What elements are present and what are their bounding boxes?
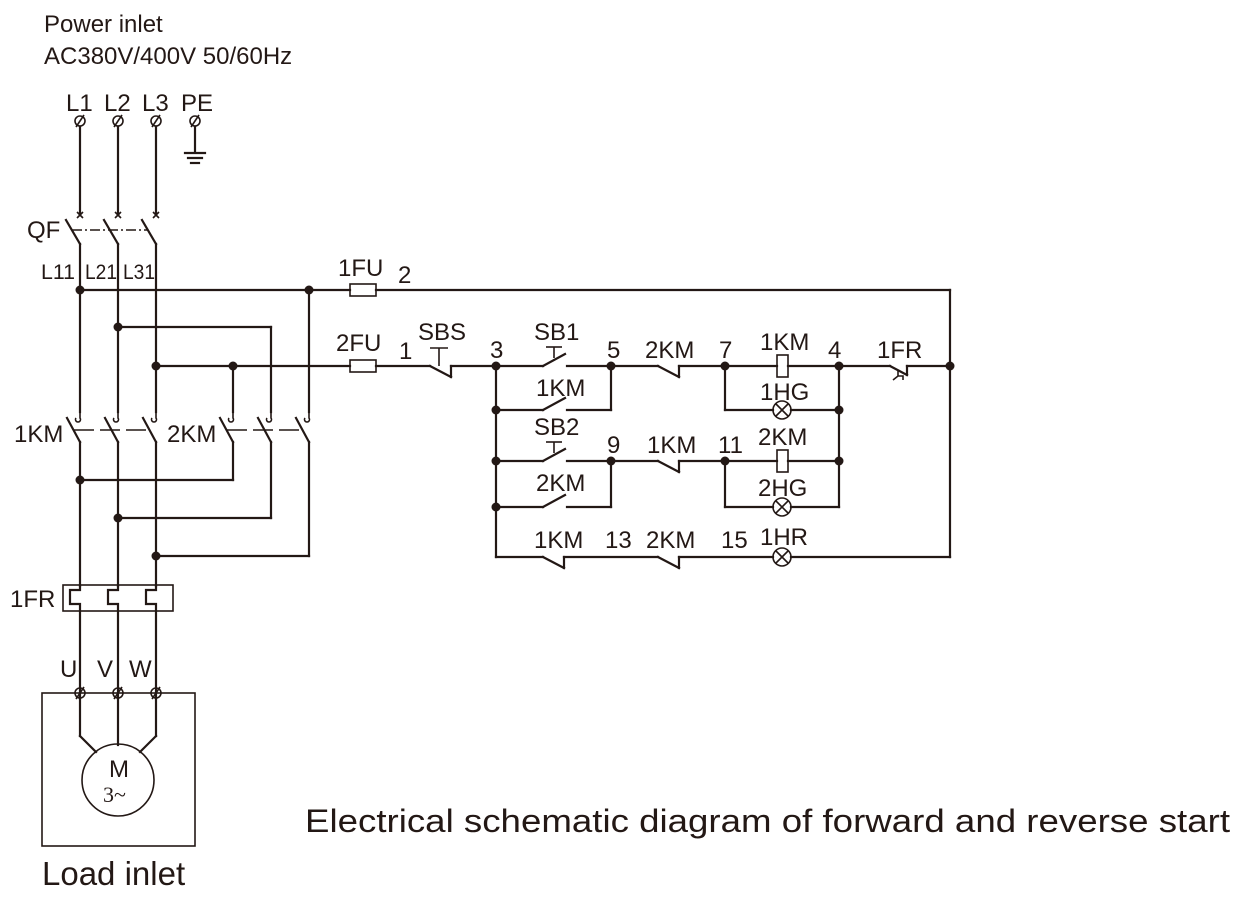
- hold-contact-2km: [494, 459, 613, 509]
- node-9-label: 9: [607, 432, 620, 459]
- supply-lines: [78, 125, 158, 216]
- lamp-2hg-icon: [723, 459, 841, 517]
- motor-terminal-w: W: [129, 656, 152, 683]
- contactor-1km-main: [65, 412, 158, 588]
- contactor-1km-label: 1KM: [14, 421, 63, 448]
- junction-dot: [304, 285, 314, 295]
- node-7-label: 7: [719, 337, 732, 364]
- junction-dot: [834, 456, 844, 466]
- junction-dot: [491, 502, 501, 512]
- stop-button-sbs: [428, 347, 498, 379]
- fr-contact-label: 1FR: [877, 337, 922, 364]
- fuse-1fu-icon: [349, 283, 377, 297]
- interlock-1km-label: 1KM: [647, 432, 696, 459]
- interlock-contact-2km: [609, 364, 727, 379]
- lamp-1hr-icon: [772, 547, 792, 567]
- breaker-qf: [64, 211, 160, 368]
- terminal-label-l1: L1: [66, 90, 93, 117]
- motor-icon: [81, 743, 155, 817]
- node-13-label: 13: [605, 527, 632, 554]
- motor-phase: 3~: [103, 782, 126, 807]
- coil-2km-icon: [723, 449, 841, 473]
- motor-symbol: M: [109, 756, 129, 783]
- node-11-label: 11: [718, 432, 743, 459]
- breaker-label: QF: [27, 217, 60, 244]
- node-1-label: 1: [399, 338, 412, 365]
- power-bus-wires: [78, 288, 952, 559]
- coil-1km-icon: [723, 354, 841, 378]
- motor-terminal-u: U: [60, 656, 77, 683]
- junction-dot: [151, 551, 161, 561]
- breaker-output-l31: L31: [123, 261, 155, 284]
- lamp-1hg-icon: [723, 364, 841, 420]
- stop-indicator-branch: [494, 555, 952, 570]
- stop-nc-2km-label: 2KM: [646, 527, 695, 554]
- motor-terminal-v: V: [97, 656, 113, 683]
- contactor-2km-main: [78, 412, 311, 558]
- node-15-label: 15: [721, 527, 748, 554]
- junction-dot: [151, 361, 161, 371]
- junction-dot: [945, 361, 955, 371]
- power-inlet-title: Power inlet: [44, 11, 163, 38]
- load-inlet-caption: Load inlet: [42, 855, 185, 892]
- reverse-button-sb2: [494, 441, 613, 463]
- motor-leads: [78, 696, 158, 754]
- reverse-button-label: SB2: [534, 414, 579, 441]
- coil-1km-label: 1KM: [760, 329, 809, 356]
- overload-relay-1fr: [62, 584, 174, 700]
- junction-dot: [113, 513, 123, 523]
- junction-dot: [75, 285, 85, 295]
- terminal-label-pe: PE: [181, 90, 213, 117]
- terminal-label-l3: L3: [142, 90, 169, 117]
- interlock-contact-1km: [609, 459, 727, 474]
- breaker-output-l21: L21: [85, 261, 117, 284]
- junction-dot: [228, 361, 238, 371]
- fr-contact-1fr: [837, 364, 952, 381]
- node-5-label: 5: [607, 337, 620, 364]
- diagram-caption: Electrical schematic diagram of forward …: [305, 803, 1230, 839]
- breaker-output-l11: L11: [41, 261, 75, 284]
- power-spec: AC380V/400V 50/60Hz: [44, 43, 292, 70]
- hold-2km-label: 2KM: [536, 470, 585, 497]
- terminal-label-l2: L2: [104, 90, 131, 117]
- hold-1km-label: 1KM: [536, 375, 585, 402]
- fuse-2fu-icon: [349, 359, 377, 373]
- fuse-2fu-label: 2FU: [336, 330, 381, 357]
- ground-icon: [183, 125, 207, 165]
- forward-button-label: SB1: [534, 319, 579, 346]
- lamp-1hr-label: 1HR: [760, 524, 808, 551]
- junction-dot: [491, 405, 501, 415]
- node-2-label: 2: [398, 262, 411, 289]
- overload-label: 1FR: [10, 586, 55, 613]
- junction-dot: [491, 456, 501, 466]
- interlock-2km-label: 2KM: [645, 337, 694, 364]
- coil-2km-label: 2KM: [758, 424, 807, 451]
- junction-dot: [113, 322, 123, 332]
- stop-button-label: SBS: [418, 319, 466, 346]
- contactor-2km-label: 2KM: [167, 421, 216, 448]
- forward-button-sb1: [494, 346, 613, 368]
- stop-nc-1km-label: 1KM: [534, 527, 583, 554]
- node-4-label: 4: [828, 337, 841, 364]
- fuse-1fu-label: 1FU: [338, 255, 383, 282]
- hold-contact-1km: [494, 364, 613, 412]
- junction-dot: [75, 475, 85, 485]
- node-3-label: 3: [490, 337, 503, 364]
